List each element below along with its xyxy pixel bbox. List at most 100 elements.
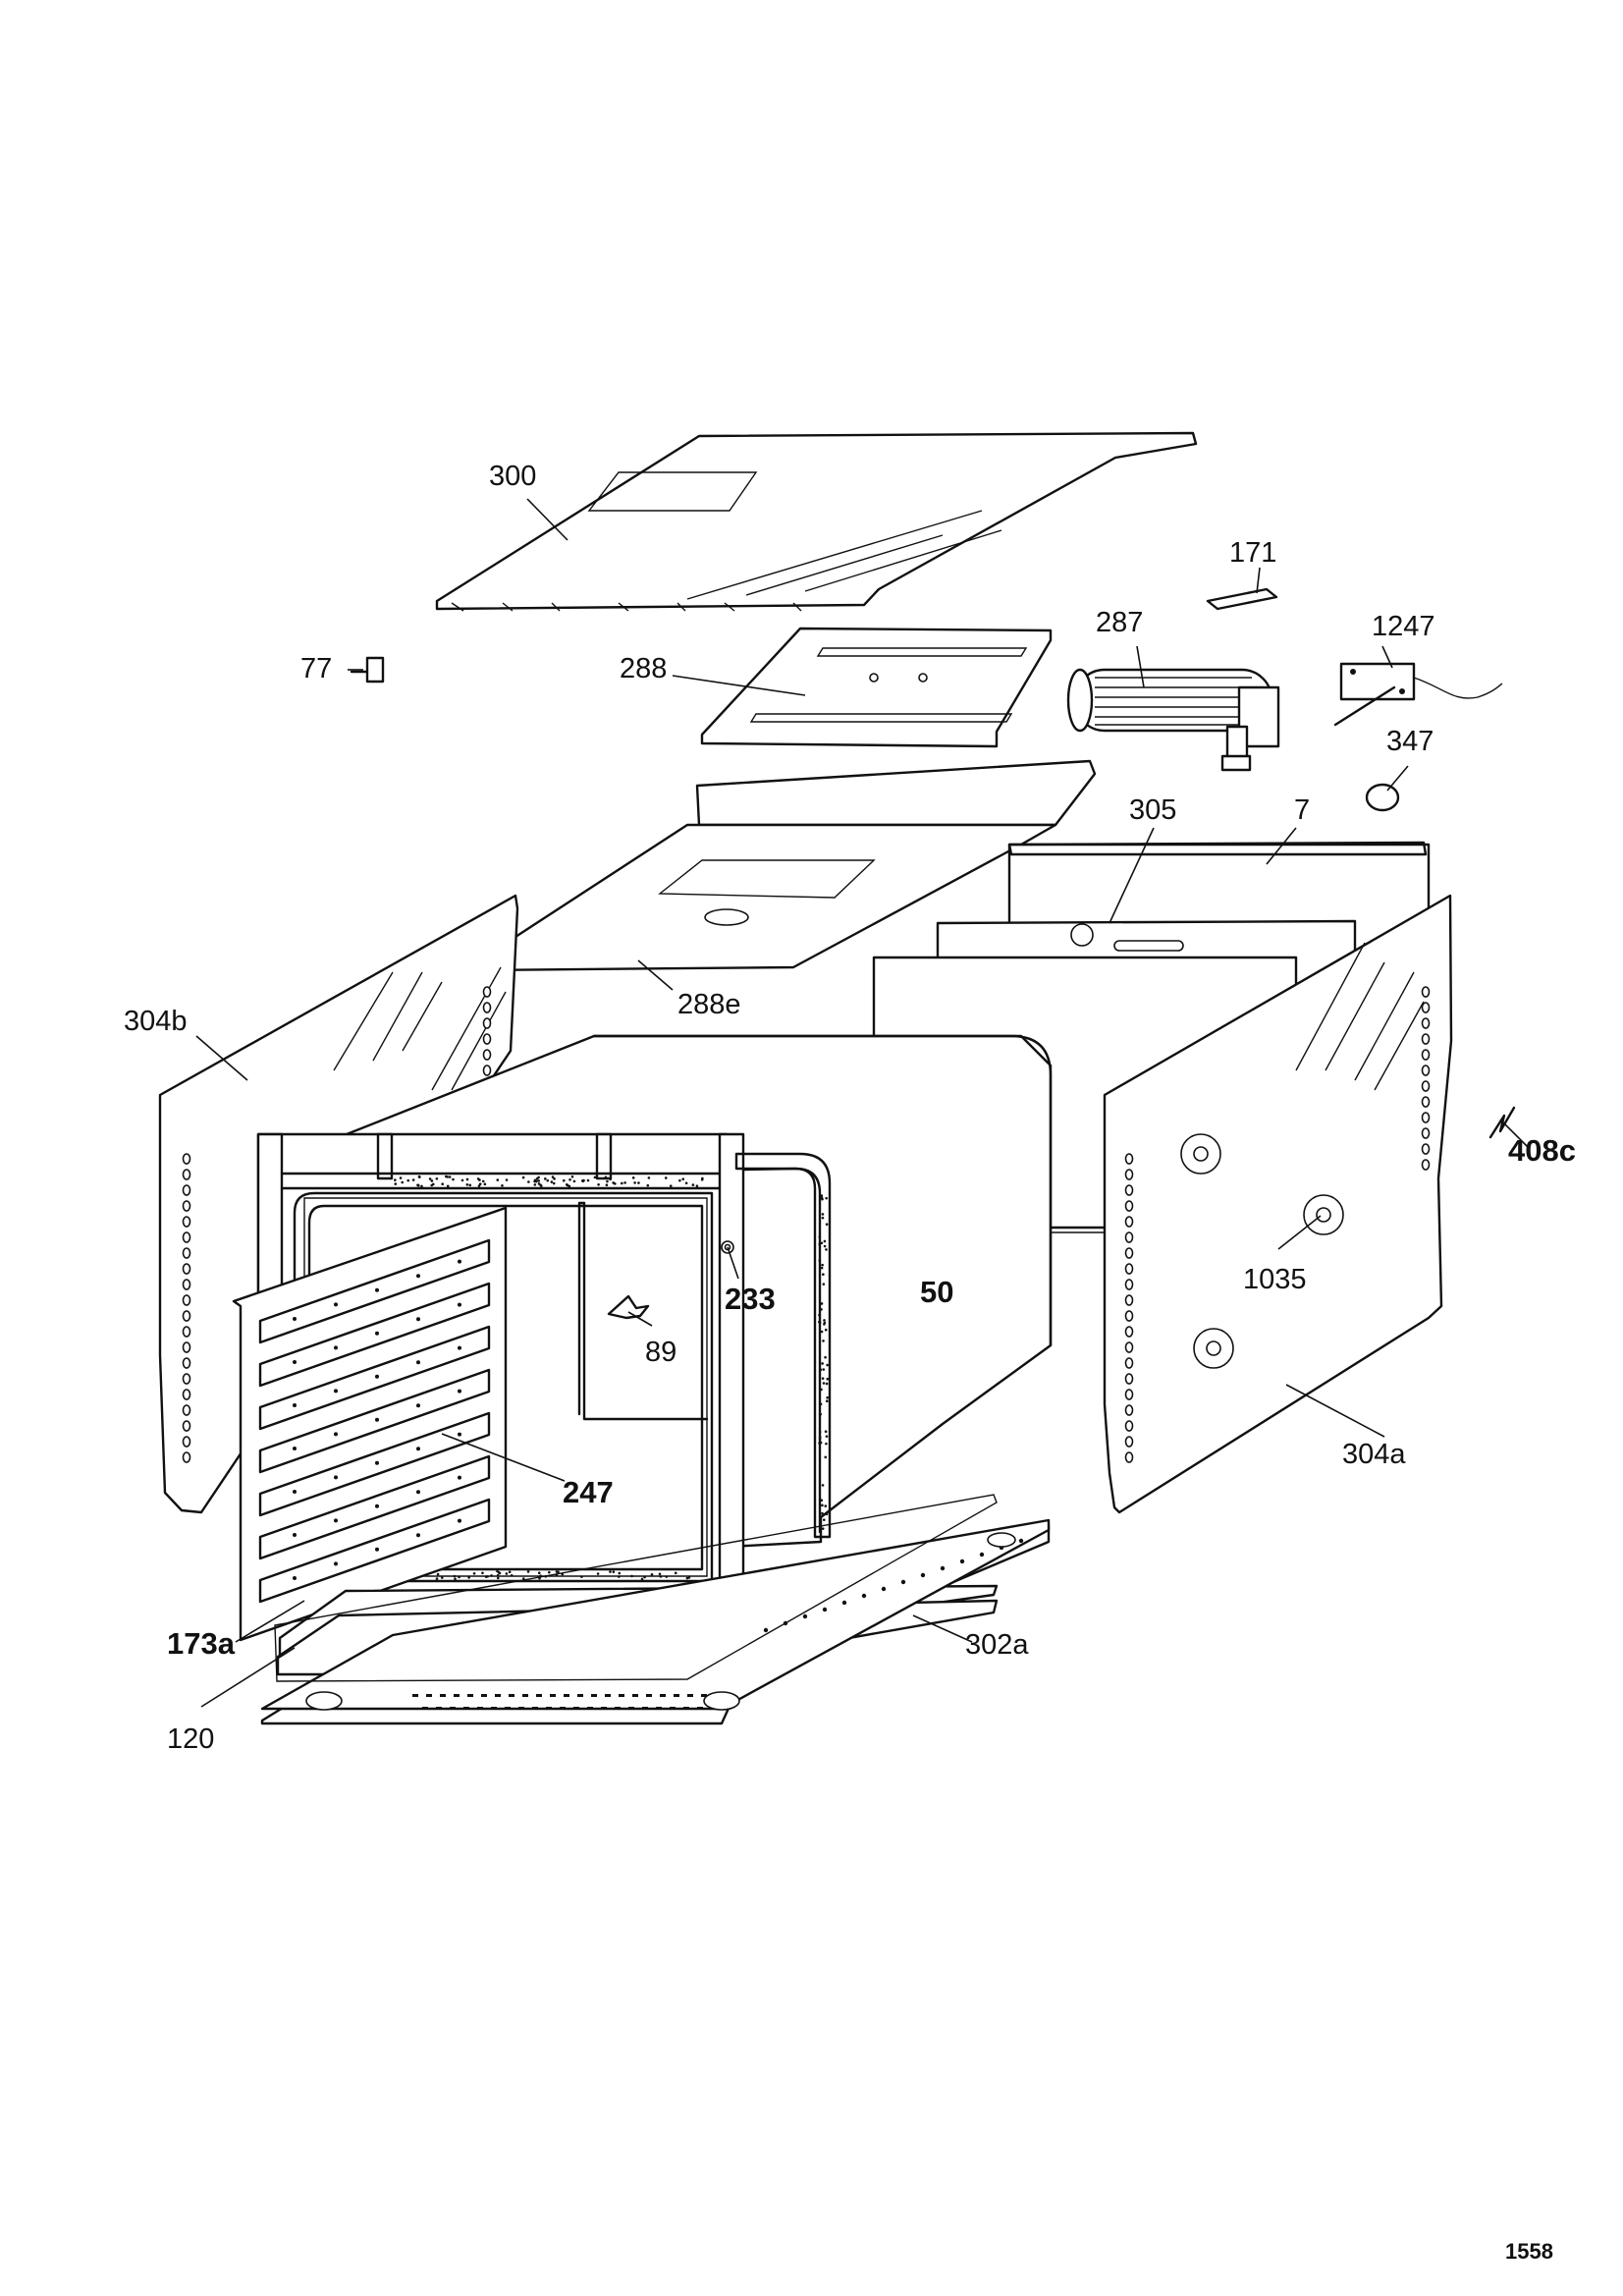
gasket-speck	[612, 1570, 616, 1573]
panel-hole	[182, 1169, 191, 1180]
panel-hole	[1421, 1080, 1431, 1092]
rack-hole	[293, 1447, 297, 1450]
rack-hole	[416, 1317, 420, 1322]
floor-slot	[467, 1694, 473, 1697]
gasket-speck	[562, 1178, 566, 1182]
side-panel-304b-holes	[182, 986, 492, 1463]
floor-slot	[412, 1694, 418, 1697]
floor-slot	[495, 1694, 501, 1697]
rack-shelf	[258, 1368, 491, 1474]
floor-slot	[601, 1707, 607, 1710]
panel-hole	[1421, 1049, 1431, 1061]
mark-408c	[1488, 1106, 1516, 1139]
gasket-speck	[521, 1175, 525, 1179]
rack-hole	[334, 1432, 338, 1437]
panel-hole	[482, 1049, 492, 1061]
gasket-speck	[441, 1182, 444, 1186]
panel-hole	[182, 1341, 191, 1353]
gasket-speck	[658, 1572, 662, 1576]
rack-hole	[334, 1302, 338, 1307]
gasket-speck	[618, 1575, 621, 1578]
floor-hole	[979, 1552, 985, 1558]
rack-hole	[293, 1317, 297, 1321]
gasket-speck	[821, 1197, 824, 1201]
rack-hole	[293, 1360, 297, 1364]
panel-hole	[182, 1436, 191, 1448]
gasket-speck	[593, 1175, 597, 1179]
gasket-speck	[819, 1412, 822, 1416]
panel-hole	[1124, 1216, 1134, 1228]
floor-hole	[881, 1586, 887, 1592]
reference-labels: 300 171 287 1247 77 288 347 305 7 304b 2…	[124, 461, 1576, 1755]
panel-hole	[1124, 1404, 1134, 1416]
gasket-speck	[823, 1323, 826, 1326]
panel-hole	[1421, 1112, 1431, 1123]
gasket-speck	[581, 1179, 585, 1182]
panel-hole	[1124, 1451, 1134, 1463]
floor-slot	[619, 1694, 624, 1697]
panel-hole	[182, 1200, 191, 1212]
rack-hole	[293, 1533, 297, 1537]
label-1035: 1035	[1243, 1264, 1307, 1295]
gasket-speck	[472, 1571, 476, 1575]
label-171: 171	[1229, 537, 1276, 569]
gasket-speck	[452, 1177, 455, 1181]
rack-hole	[458, 1432, 461, 1437]
gasket-speck	[481, 1571, 484, 1575]
gasket-speck	[825, 1196, 828, 1200]
panel-hole	[482, 1017, 492, 1029]
floor-slot	[522, 1694, 528, 1697]
gasket-speck	[544, 1177, 547, 1180]
floor-plates-302a	[260, 1494, 1051, 1725]
floor-slot	[701, 1694, 707, 1697]
panel-hole	[482, 986, 492, 998]
gasket-speck	[659, 1575, 663, 1578]
rack-hole	[334, 1345, 338, 1350]
gasket-speck	[818, 1259, 822, 1262]
gasket-speck	[820, 1308, 823, 1311]
gasket-speck	[496, 1569, 499, 1573]
panel-hole	[182, 1247, 191, 1259]
floor-slot	[656, 1707, 662, 1710]
panel-hole	[1124, 1436, 1134, 1448]
gasket-speck	[826, 1377, 830, 1381]
gasket-speck	[678, 1178, 681, 1182]
floor-slot	[674, 1694, 679, 1697]
gasket-speck	[546, 1178, 550, 1182]
gasket-speck	[633, 1181, 636, 1184]
panel-hole	[1124, 1373, 1134, 1385]
gasket-speck	[430, 1179, 434, 1182]
panel-hole	[1124, 1357, 1134, 1369]
floor-slot	[560, 1707, 566, 1710]
gasket-speck	[821, 1503, 824, 1507]
rack-hole	[293, 1403, 297, 1407]
gasket-speck	[687, 1576, 691, 1579]
gasket-speck	[824, 1430, 828, 1434]
gasket-speck	[700, 1177, 704, 1181]
gasket-speck	[606, 1179, 609, 1183]
floor-hole	[861, 1593, 867, 1599]
floor-slot	[573, 1707, 579, 1710]
gasket-speck	[580, 1575, 583, 1578]
panel-hole	[1421, 1143, 1431, 1155]
gasket-speck	[537, 1179, 541, 1182]
floor-slot	[463, 1707, 469, 1710]
floor-hole	[1018, 1538, 1024, 1544]
floor-hole	[940, 1565, 946, 1571]
gasket-speck	[821, 1213, 825, 1216]
gasket-speck	[552, 1181, 556, 1185]
side-panel-304a-holes	[1124, 986, 1431, 1463]
gasket-speck	[621, 1181, 623, 1185]
gasket-speck	[394, 1182, 398, 1185]
panel-hole	[1124, 1200, 1134, 1212]
gasket-speck	[665, 1575, 669, 1578]
label-304b: 304b	[124, 1006, 188, 1037]
panel-hole	[1421, 1002, 1431, 1013]
gasket-speck	[505, 1178, 509, 1181]
label-120: 120	[167, 1723, 214, 1755]
panel-hole	[1124, 1263, 1134, 1275]
floor-slot	[628, 1707, 634, 1710]
gasket-speck	[508, 1570, 512, 1574]
leader-lines	[195, 498, 1531, 1708]
floor-slot	[491, 1707, 497, 1710]
